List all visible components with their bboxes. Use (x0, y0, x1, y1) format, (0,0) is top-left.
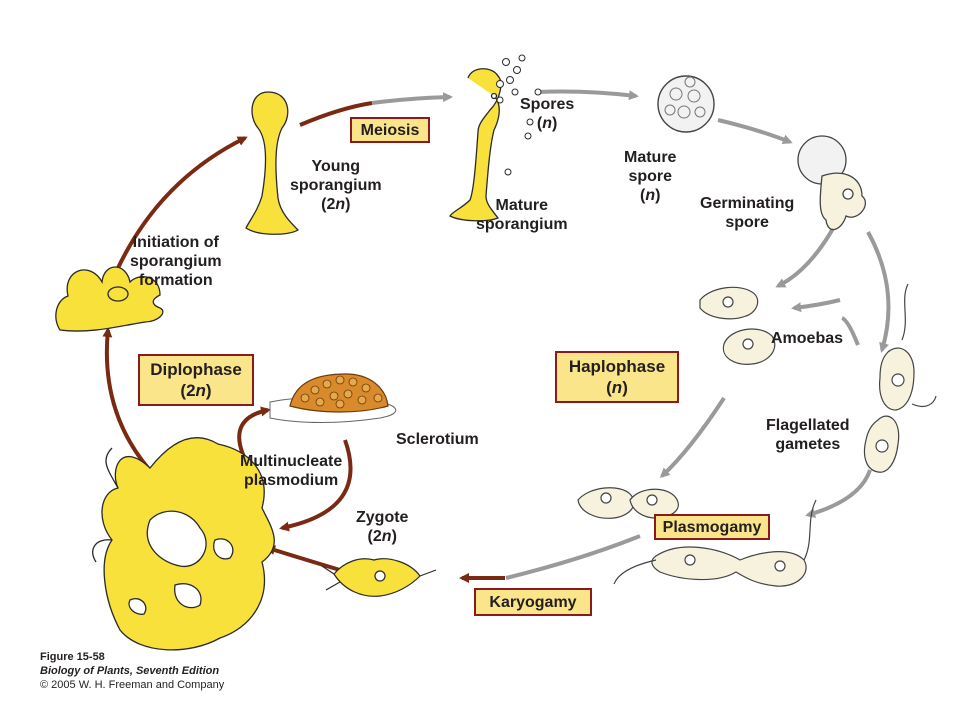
initiation-drawing (55, 266, 164, 332)
label-young-line2: sporangium (290, 177, 382, 194)
stage-meiosis-text: Meiosis (360, 122, 420, 139)
ploidy-open: (2 (367, 528, 382, 545)
label-spores-ploidy: (n) (520, 114, 574, 133)
plasmodium-drawing (92, 437, 275, 651)
figure-caption: Figure 15-58 Biology of Plants, Seventh … (40, 650, 224, 692)
label-mature-sporangium-line2: sporangium (476, 216, 568, 233)
label-initiation: Initiation of sporangium formation (130, 233, 222, 290)
young-sporangium-drawing (245, 91, 300, 235)
flagellated-gametes-drawing (863, 283, 937, 473)
arrow-zygote-to-plasmodium (265, 545, 341, 572)
label-flagellated-line1: Flagellated (766, 417, 850, 434)
label-mature-spore-line2: spore (628, 168, 673, 185)
arrow-initiation-to-young-sporangium (116, 136, 248, 269)
label-multinucleate-line2: plasmodium (244, 472, 339, 489)
phase-haplophase: Haplophase (n) (555, 351, 679, 403)
arrow-germinating-to-gametes (866, 231, 891, 353)
label-flagellated-gametes: Flagellated gametes (766, 416, 850, 454)
label-initiation-line3: formation (138, 272, 213, 289)
ploidy-var: n (542, 115, 553, 132)
stage-meiosis: Meiosis (350, 117, 430, 143)
label-zygote-ploidy: (2n) (356, 527, 408, 546)
label-mature-sporangium-line1: Mature (495, 197, 548, 214)
germinating-spore-drawing (797, 135, 867, 231)
label-amoebas-text: Amoebas (771, 330, 844, 347)
ploidy-var: n (381, 528, 392, 545)
mature-spore-drawing (657, 75, 715, 133)
label-mature-spore-line1: Mature (624, 149, 677, 166)
ploidy-open: (2 (180, 381, 196, 400)
ploidy-open: ( (640, 187, 646, 204)
amoebas-drawing (699, 286, 776, 365)
label-sclerotium-text: Sclerotium (396, 431, 479, 448)
ploidy-close: ) (391, 528, 397, 545)
label-sclerotium: Sclerotium (396, 430, 479, 449)
ploidy-var: n (335, 196, 346, 213)
arrow-sclerotium-to-plasmodium (279, 439, 353, 532)
label-germinating-spore: Germinating spore (700, 194, 794, 232)
phase-haplophase-ploidy: (n) (557, 377, 677, 398)
arrow-amoebas-back (791, 298, 841, 313)
ploidy-close: ) (345, 196, 351, 213)
stage-plasmogamy: Plasmogamy (654, 514, 770, 540)
phase-diplophase-title: Diplophase (150, 360, 242, 379)
label-multinucleate-line1: Multinucleate (240, 453, 343, 470)
phase-diplophase: Diplophase (2n) (138, 354, 254, 406)
stage-karyogamy: Karyogamy (474, 588, 592, 616)
ploidy-var: n (645, 187, 656, 204)
ploidy-close: ) (205, 381, 212, 400)
caption-copyright: © 2005 W. H. Freeman and Company (40, 679, 225, 691)
phase-diplophase-ploidy: (2n) (140, 380, 252, 401)
ploidy-var: n (195, 381, 206, 400)
label-initiation-line1: Initiation of (132, 234, 219, 251)
arrow-spores-to-mature-spore (537, 89, 639, 101)
label-zygote-text: Zygote (356, 509, 409, 526)
arrow-gametes-to-plasmogamy (805, 469, 872, 518)
ploidy-var: n (611, 378, 623, 397)
label-young-sporangium: Young sporangium (2n) (290, 157, 382, 214)
arrow-gametes-to-amoebas (841, 316, 860, 346)
mature-sporangium-drawing (449, 68, 502, 222)
label-spores: Spores (n) (520, 95, 574, 133)
arrow-plasmodium-to-initiation (102, 327, 150, 470)
zygote-drawing (321, 558, 437, 597)
stage-plasmogamy-text: Plasmogamy (662, 519, 762, 536)
arrow-haplophase-to-amoebas-left (659, 396, 726, 479)
arrow-plasmogamy-to-karyogamy (505, 534, 641, 580)
ploidy-open: (2 (321, 196, 336, 213)
label-mature-sporangium: Mature sporangium (476, 196, 568, 234)
plasmogamy-drawing (577, 487, 817, 587)
ploidy-close: ) (552, 115, 558, 132)
label-zygote: Zygote (2n) (356, 508, 408, 546)
arrow-germinating-to-amoebas (775, 224, 837, 288)
arrow-young-to-meiosis (299, 101, 373, 127)
label-young-ploidy: (2n) (290, 195, 382, 214)
ploidy-open: ( (606, 378, 612, 397)
sclerotium-drawing (269, 373, 397, 423)
haploid-arrows (371, 89, 891, 580)
stage-karyogamy-text: Karyogamy (489, 594, 577, 611)
caption-book-title: Biology of Plants, Seventh Edition (40, 665, 220, 677)
label-initiation-line2: sporangium (130, 253, 222, 270)
label-flagellated-line2: gametes (775, 436, 841, 453)
ploidy-close: ) (622, 378, 628, 397)
label-germinating-line1: Germinating (700, 195, 795, 212)
arrow-mature-spore-to-germinating (717, 118, 793, 145)
caption-figure-number: Figure 15-58 (40, 651, 105, 663)
spore-dots (496, 54, 542, 176)
arrow-meiosis-to-mature-sporangium (371, 92, 453, 105)
ploidy-close: ) (655, 187, 661, 204)
phase-haplophase-title: Haplophase (568, 357, 666, 376)
label-mature-spore-ploidy: (n) (624, 186, 676, 205)
label-mature-spore: Mature spore (n) (624, 148, 676, 205)
label-multinucleate-plasmodium: Multinucleate plasmodium (240, 452, 342, 490)
ploidy-open: ( (536, 115, 543, 132)
label-young-line1: Young (311, 158, 361, 175)
label-germinating-line2: spore (725, 214, 769, 231)
label-spores-text: Spores (520, 96, 575, 113)
label-amoebas: Amoebas (771, 329, 843, 348)
